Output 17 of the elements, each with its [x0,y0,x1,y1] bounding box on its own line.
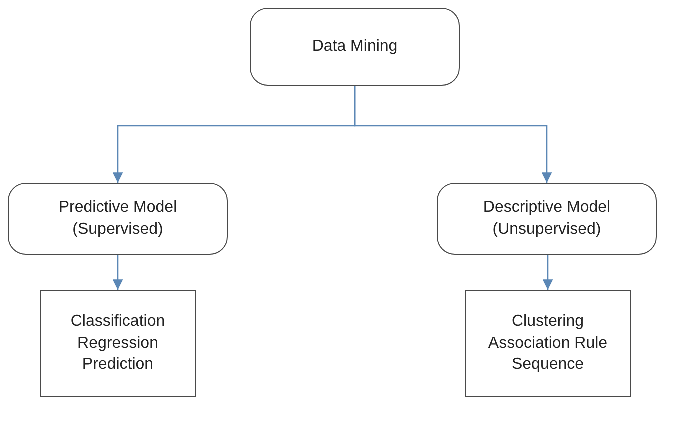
node-label: Predictive Model (Supervised) [58,198,178,240]
node-label: Classification [70,312,166,332]
category-box [8,183,228,255]
node-label: Clustering [512,312,584,332]
method-list-box [40,290,196,397]
node-label: Prediction [82,355,154,376]
node-label: Descriptive Model (Unsupervised) [482,198,612,240]
node-label: Association Rule [488,334,608,354]
node-label: Regression [78,334,158,354]
node-label: Sequence [512,355,584,376]
method-list-box [465,290,631,397]
arrow [542,255,554,290]
category-box [437,183,657,255]
node-label: Data Mining [312,37,398,58]
arrow [354,86,552,183]
arrow [112,255,124,290]
root-box [250,8,460,86]
